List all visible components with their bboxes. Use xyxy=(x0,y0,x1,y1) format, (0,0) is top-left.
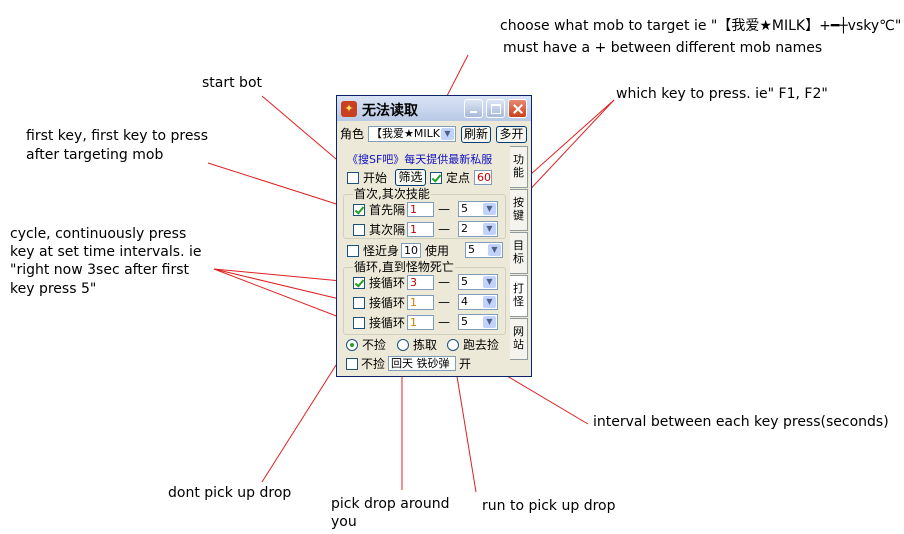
no-pick-item-checkbox[interactable] xyxy=(346,358,358,370)
role-select[interactable]: 【我爱★MILK ▼ xyxy=(368,126,456,142)
mob-near-input[interactable]: 10 xyxy=(401,243,421,258)
annotation-cycle-3: "right now 3sec after first xyxy=(10,262,190,278)
cycle-2-dash: — xyxy=(438,295,450,309)
tab-website[interactable]: 网站 xyxy=(510,318,528,360)
first-skill-interval-input[interactable]: 1 xyxy=(407,202,434,217)
cycle-3-interval-input[interactable]: 1 xyxy=(407,315,434,330)
role-select-value: 【我爱★MILK xyxy=(371,127,440,140)
annotation-interval: interval between each key press(seconds) xyxy=(593,414,889,430)
second-skill-interval-input[interactable]: 1 xyxy=(407,222,434,237)
maximize-button[interactable] xyxy=(486,99,505,118)
radio-run-pick[interactable] xyxy=(447,339,459,351)
bot-window: ✦ 无法读取 角色 【我爱★MILK ▼ 刷新 多开 功能 按键 目标 打怪 网… xyxy=(336,95,532,377)
annotation-no-pick: dont pick up drop xyxy=(168,485,292,501)
annotation-target: choose what mob to target ie "【我爱★MILK】+… xyxy=(500,18,902,34)
refresh-button[interactable]: 刷新 xyxy=(461,126,491,143)
annotation-start: start bot xyxy=(202,75,262,91)
first-skill-key-value: 5 xyxy=(461,202,468,215)
cycle-2-key-value: 4 xyxy=(461,295,468,308)
radio-pick-label: 拣取 xyxy=(413,338,438,352)
cycle-2-key-select[interactable]: 4 ▼ xyxy=(458,294,498,310)
title-bar[interactable]: ✦ 无法读取 xyxy=(337,96,531,121)
cycle-2-interval-input[interactable]: 1 xyxy=(407,295,434,310)
annotation-target-2: must have a + between different mob name… xyxy=(503,40,823,56)
annotation-pick-around-2: you xyxy=(331,514,357,530)
annotation-key: which key to press. ie" F1, F2" xyxy=(616,86,828,102)
chevron-down-icon: ▼ xyxy=(483,203,496,215)
mob-near-label: 怪近身 xyxy=(363,244,400,258)
no-pick-item-label: 不捡 xyxy=(361,357,386,371)
second-skill-label: 其次隔 xyxy=(369,223,406,237)
fixed-point-input[interactable]: 60 xyxy=(474,170,492,185)
window-title: 无法读取 xyxy=(362,103,418,119)
use-label: 使用 xyxy=(425,244,450,258)
no-pick-item-input[interactable]: 回天 铁砂弹 xyxy=(388,356,456,371)
cycle-3-label: 接循环 xyxy=(369,316,406,330)
cycle-2-label: 接循环 xyxy=(369,296,406,310)
mob-near-key-select[interactable]: 5 ▼ xyxy=(465,242,503,258)
tab-keys[interactable]: 按键 xyxy=(510,189,528,231)
cycle-group-title: 循环,直到怪物死亡 xyxy=(353,260,455,274)
second-skill-checkbox[interactable] xyxy=(353,224,365,236)
first-skill-checkbox[interactable] xyxy=(353,204,365,216)
chevron-down-icon: ▼ xyxy=(483,223,496,235)
start-label: 开始 xyxy=(363,171,388,185)
cycle-1-checkbox[interactable] xyxy=(353,277,365,289)
cycle-1-key-select[interactable]: 5 ▼ xyxy=(458,274,498,290)
line-cycle-2 xyxy=(213,268,353,303)
minimize-button[interactable] xyxy=(464,99,483,118)
second-skill-key-select[interactable]: 2 ▼ xyxy=(458,221,498,237)
annotation-cycle-2: key at set time intervals. ie xyxy=(10,244,202,260)
chevron-down-icon: ▼ xyxy=(483,276,496,288)
second-skill-dash: — xyxy=(438,222,450,236)
radio-no-pick-label: 不捡 xyxy=(362,338,387,352)
line-no-pick xyxy=(261,342,351,483)
chevron-down-icon: ▼ xyxy=(441,128,454,140)
mob-near-key-value: 5 xyxy=(468,243,475,256)
cycle-1-key-value: 5 xyxy=(461,275,468,288)
annotation-pick-around-1: pick drop around xyxy=(331,496,450,512)
first-skill-key-select[interactable]: 5 ▼ xyxy=(458,201,498,217)
first-second-skill-title: 首次,其次技能 xyxy=(353,187,431,201)
annotation-first-key-1: first key, first key to press xyxy=(26,128,209,144)
mob-near-checkbox[interactable] xyxy=(347,245,359,257)
cycle-1-interval-input[interactable]: 3 xyxy=(407,275,434,290)
line-first-key xyxy=(207,162,353,210)
annotation-run-pick: run to pick up drop xyxy=(482,498,616,514)
cycle-3-dash: — xyxy=(438,315,450,329)
first-skill-dash: — xyxy=(438,202,450,216)
first-skill-label: 首先隔 xyxy=(369,203,406,217)
line-cycle-3 xyxy=(213,268,353,323)
radio-no-pick[interactable] xyxy=(346,339,358,351)
cycle-3-key-select[interactable]: 5 ▼ xyxy=(458,314,498,330)
start-checkbox[interactable] xyxy=(347,172,359,184)
line-cycle-1 xyxy=(213,268,353,283)
annotation-cycle-1: cycle, continuously press xyxy=(10,226,187,242)
app-icon: ✦ xyxy=(341,101,357,117)
second-skill-key-value: 2 xyxy=(461,222,468,235)
cycle-3-key-value: 5 xyxy=(461,315,468,328)
annotation-cycle-4: key press 5" xyxy=(10,281,97,297)
tab-fight[interactable]: 打怪 xyxy=(510,275,528,317)
radio-pick[interactable] xyxy=(397,339,409,351)
chevron-down-icon: ▼ xyxy=(483,296,496,308)
close-button[interactable] xyxy=(508,99,527,118)
open-label: 开 xyxy=(459,357,472,371)
banner-link[interactable]: 《搜SF吧》每天提供最新私服 xyxy=(347,153,493,166)
annotation-first-key-2: after targeting mob xyxy=(26,147,164,163)
cycle-2-checkbox[interactable] xyxy=(353,297,365,309)
fixed-point-label: 定点 xyxy=(446,171,471,185)
role-label: 角色 xyxy=(340,127,365,141)
filter-button[interactable]: 筛选 xyxy=(395,169,426,186)
chevron-down-icon: ▼ xyxy=(488,244,501,256)
fixed-point-checkbox[interactable] xyxy=(430,172,442,184)
cycle-1-dash: — xyxy=(438,275,450,289)
tab-target[interactable]: 目标 xyxy=(510,232,528,274)
tab-function[interactable]: 功能 xyxy=(510,146,528,188)
chevron-down-icon: ▼ xyxy=(483,316,496,328)
multi-open-button[interactable]: 多开 xyxy=(496,126,527,143)
cycle-3-checkbox[interactable] xyxy=(353,317,365,329)
cycle-1-label: 接循环 xyxy=(369,276,406,290)
radio-run-pick-label: 跑去捡 xyxy=(463,338,500,352)
